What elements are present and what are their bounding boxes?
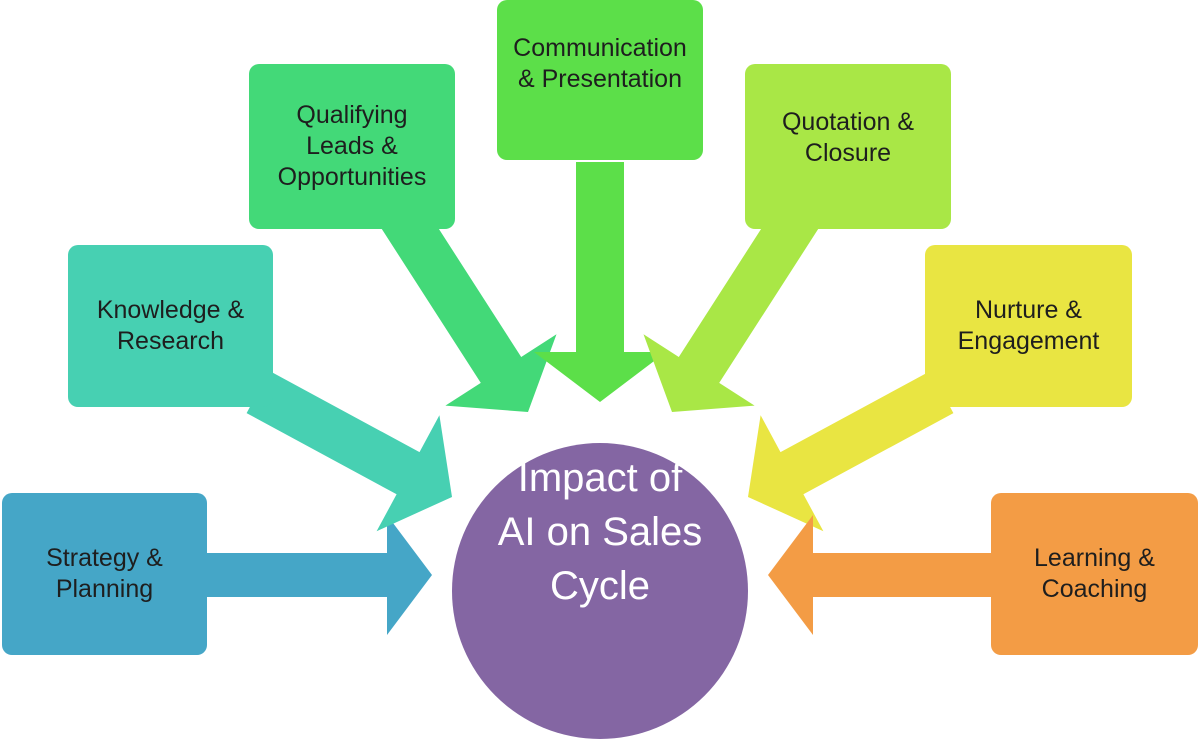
node-knowledge-research: Knowledge & Research <box>68 245 273 407</box>
arrow-quotation <box>643 203 819 412</box>
arrow-qualifying <box>381 203 557 412</box>
arrow-knowledge <box>246 370 452 532</box>
node-label: Communication & Presentation <box>513 34 687 93</box>
arrow-nurture <box>748 370 954 532</box>
node-strategy-planning: Strategy & Planning <box>2 493 207 655</box>
node-label: Knowledge & Research <box>96 296 245 355</box>
node-nurture-engagement: Nurture & Engagement <box>925 245 1132 407</box>
arrow-learning <box>768 515 993 635</box>
node-learning-coaching: Learning & Coaching <box>991 493 1198 655</box>
arrows-layer <box>207 162 993 635</box>
center-circle: Impact of AI on Sales Cycle <box>452 443 748 739</box>
node-qualifying-leads: Qualifying Leads & Opportunities <box>249 64 455 229</box>
center-label: Impact of AI on Sales Cycle <box>497 456 703 608</box>
node-quotation-closure: Quotation & Closure <box>745 64 951 229</box>
arrow-strategy <box>207 515 432 635</box>
node-label: Quotation & Closure <box>781 107 915 167</box>
node-communication-presentation: Communication & Presentation <box>497 0 703 160</box>
node-label: Strategy & Planning <box>46 544 163 603</box>
node-label: Qualifying Leads & Opportunities <box>277 101 427 191</box>
arrow-communication <box>534 162 666 402</box>
node-label: Nurture & Engagement <box>957 296 1100 355</box>
node-label: Learning & Coaching <box>1034 544 1155 603</box>
